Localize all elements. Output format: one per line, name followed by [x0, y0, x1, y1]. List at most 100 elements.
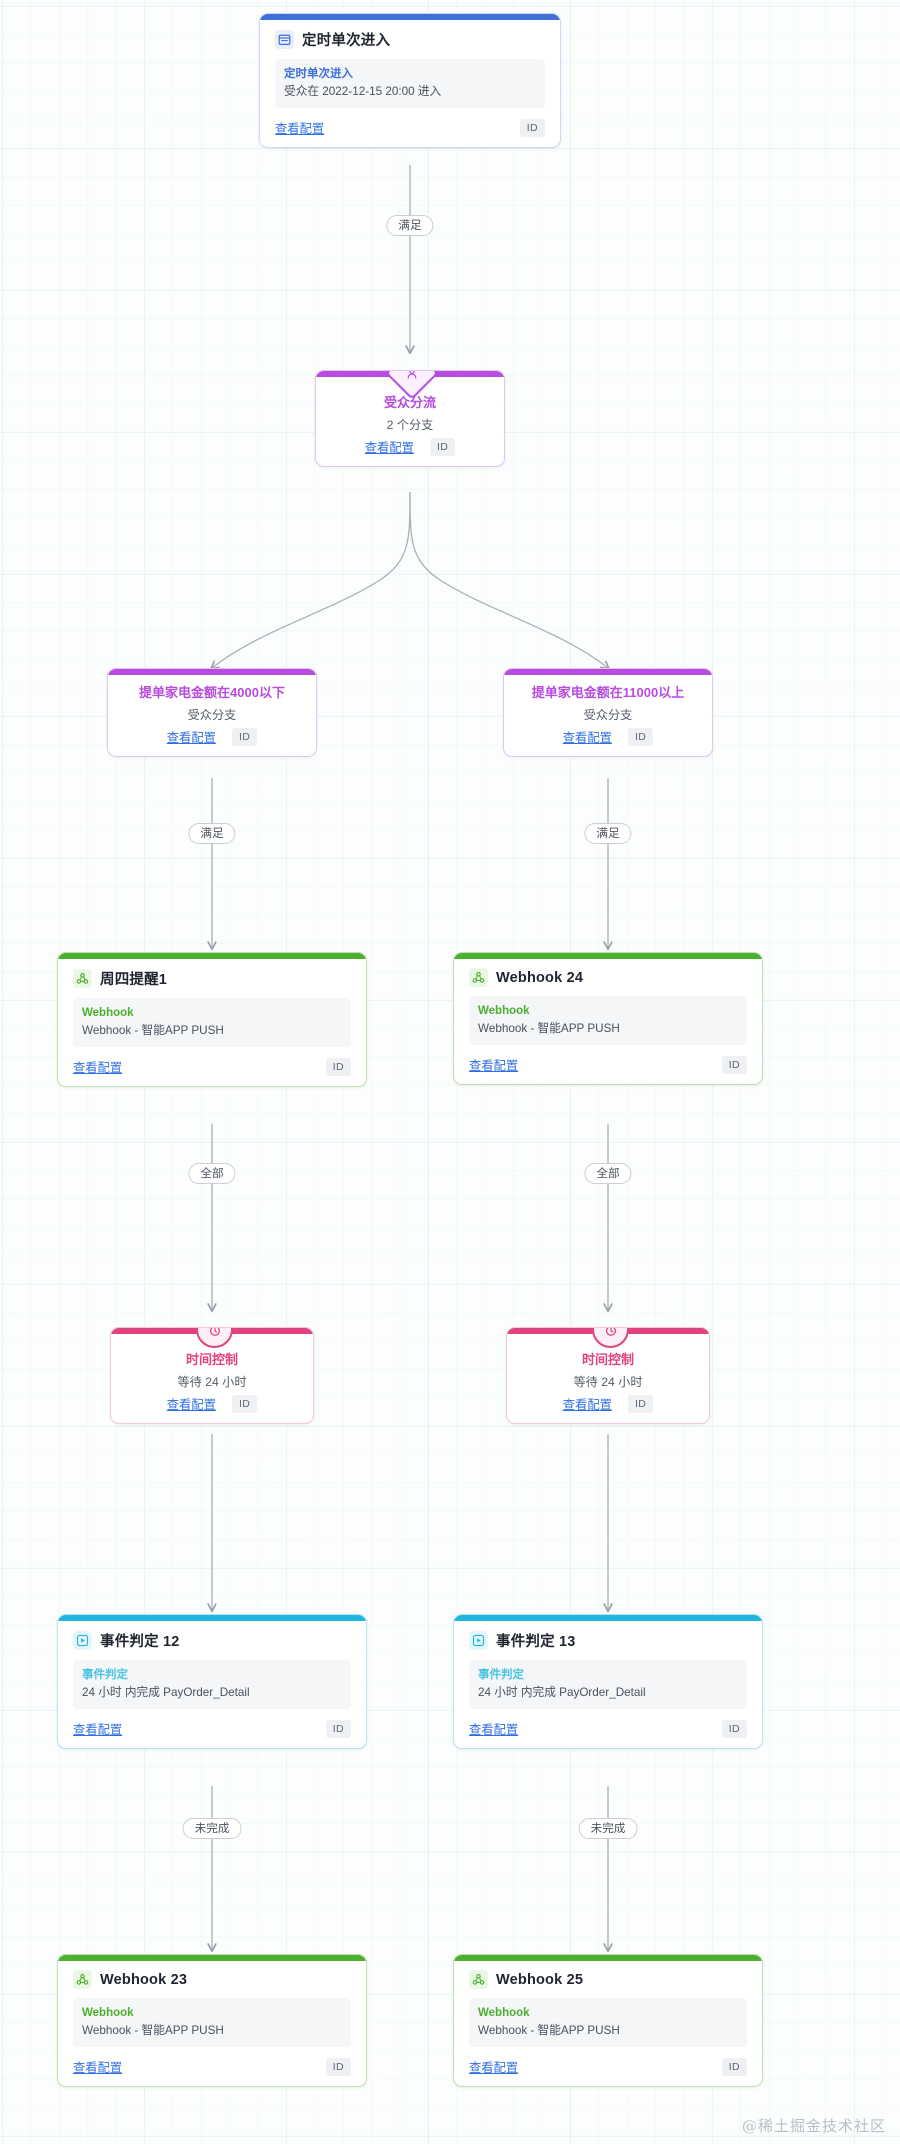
- node-subtitle: 等待 24 小时: [573, 1375, 643, 1389]
- detail-value: Webhook - 智能APP PUSH: [82, 1024, 224, 1037]
- node-header: Webhook 23: [73, 1970, 351, 1989]
- view-config-link[interactable]: 查看配置: [275, 122, 325, 136]
- node-webhook-left-2[interactable]: Webhook 23 Webhook Webhook - 智能APP PUSH …: [57, 1954, 367, 2087]
- node-detail: Webhook Webhook - 智能APP PUSH: [469, 1998, 747, 2047]
- node-accent-bar: [58, 953, 366, 959]
- edge-label-entry-split: 满足: [386, 215, 434, 236]
- edge-label-webhookR-timer: 全部: [584, 1163, 632, 1184]
- node-title: 提单家电金额在4000以下: [139, 685, 285, 700]
- detail-key: Webhook: [82, 1007, 134, 1019]
- node-accent-bar: [58, 1615, 366, 1621]
- event-play-icon: [469, 1631, 488, 1650]
- detail-value: 24 小时 内完成 PayOrder_Detail: [82, 1686, 250, 1699]
- detail-key: Webhook: [478, 1005, 530, 1017]
- view-config-link[interactable]: 查看配置: [469, 2061, 519, 2075]
- id-badge[interactable]: ID: [325, 1720, 351, 1738]
- edge-split-branch-right: [409, 491, 608, 668]
- node-detail: 事件判定 24 小时 内完成 PayOrder_Detail: [73, 1660, 351, 1709]
- detail-value: Webhook - 智能APP PUSH: [478, 2024, 620, 2037]
- node-branch-right[interactable]: 提单家电金额在11000以上 受众分支 查看配置 ID: [503, 668, 713, 757]
- node-header: 事件判定 13: [469, 1630, 747, 1651]
- detail-key: Webhook: [82, 2007, 134, 2019]
- detail-value: Webhook - 智能APP PUSH: [82, 2024, 224, 2037]
- node-title: 受众分流: [383, 395, 436, 410]
- edge-label-eventR-out: 未完成: [578, 1818, 638, 1839]
- id-badge[interactable]: ID: [231, 1395, 258, 1413]
- node-event-right[interactable]: 事件判定 13 事件判定 24 小时 内完成 PayOrder_Detail 查…: [453, 1614, 763, 1749]
- view-config-link[interactable]: 查看配置: [469, 1723, 519, 1737]
- id-badge[interactable]: ID: [231, 728, 258, 746]
- event-play-icon: [73, 1631, 92, 1650]
- view-config-link[interactable]: 查看配置: [364, 441, 414, 455]
- node-title: 提单家电金额在11000以上: [531, 685, 685, 700]
- node-title: Webhook 25: [496, 1971, 584, 1988]
- id-badge[interactable]: ID: [429, 438, 456, 456]
- node-webhook-right-1[interactable]: Webhook 24 Webhook Webhook - 智能APP PUSH …: [453, 952, 763, 1085]
- id-badge[interactable]: ID: [325, 2058, 351, 2076]
- node-title: Webhook 23: [100, 1971, 188, 1988]
- view-config-link[interactable]: 查看配置: [469, 1059, 519, 1073]
- id-badge[interactable]: ID: [721, 1056, 747, 1074]
- view-config-link[interactable]: 查看配置: [166, 1398, 216, 1412]
- node-branch-left[interactable]: 提单家电金额在4000以下 受众分支 查看配置 ID: [107, 668, 317, 757]
- node-accent-bar: [108, 669, 316, 675]
- node-accent-bar: [504, 669, 712, 675]
- node-title: 定时单次进入: [302, 33, 391, 49]
- detail-value: 24 小时 内完成 PayOrder_Detail: [478, 1686, 646, 1699]
- view-config-link[interactable]: 查看配置: [562, 731, 612, 745]
- watermark: @稀土掘金技术社区: [741, 2117, 886, 2135]
- view-config-link[interactable]: 查看配置: [73, 1061, 123, 1075]
- node-title: 时间控制: [185, 1352, 238, 1367]
- view-config-link[interactable]: 查看配置: [166, 731, 216, 745]
- node-accent-bar: [454, 1615, 762, 1621]
- detail-key: 定时单次进入: [284, 68, 353, 80]
- node-timer-right[interactable]: 时间控制 等待 24 小时 查看配置 ID: [506, 1327, 710, 1424]
- detail-value: 受众在 2022-12-15 20:00 进入: [284, 85, 442, 98]
- node-header: 事件判定 12: [73, 1630, 351, 1651]
- id-badge[interactable]: ID: [325, 1058, 351, 1076]
- node-detail: Webhook Webhook - 智能APP PUSH: [73, 998, 351, 1047]
- node-scheduled-entry[interactable]: 定时单次进入 定时单次进入 受众在 2022-12-15 20:00 进入 查看…: [259, 13, 561, 148]
- node-webhook-right-2[interactable]: Webhook 25 Webhook Webhook - 智能APP PUSH …: [453, 1954, 763, 2087]
- detail-key: Webhook: [478, 2007, 530, 2019]
- edge-label-branchL: 满足: [188, 823, 236, 844]
- id-badge[interactable]: ID: [627, 728, 654, 746]
- id-badge[interactable]: ID: [519, 119, 545, 137]
- node-audience-split[interactable]: 受众分流 2 个分支 查看配置 ID: [315, 370, 505, 467]
- webhook-icon: [469, 1970, 488, 1989]
- view-config-link[interactable]: 查看配置: [73, 2061, 123, 2075]
- edge-label-branchR: 满足: [584, 823, 632, 844]
- node-title: 周四提醒1: [100, 972, 168, 988]
- edge-label-eventL-out: 未完成: [182, 1818, 242, 1839]
- node-detail: 定时单次进入 受众在 2022-12-15 20:00 进入: [275, 59, 545, 108]
- detail-key: 事件判定: [82, 1669, 128, 1681]
- id-badge[interactable]: ID: [721, 2058, 747, 2076]
- node-detail: 事件判定 24 小时 内完成 PayOrder_Detail: [469, 1660, 747, 1709]
- node-accent-bar: [454, 953, 762, 959]
- id-badge[interactable]: ID: [627, 1395, 654, 1413]
- webhook-icon: [73, 1970, 92, 1989]
- node-title: 时间控制: [581, 1352, 634, 1367]
- id-badge[interactable]: ID: [721, 1720, 747, 1738]
- node-accent-bar: [58, 1955, 366, 1961]
- node-title: 事件判定 12: [100, 1634, 180, 1650]
- node-detail: Webhook Webhook - 智能APP PUSH: [73, 1998, 351, 2047]
- node-title: Webhook 24: [496, 969, 584, 986]
- node-header: Webhook 25: [469, 1970, 747, 1989]
- node-header: Webhook 24: [469, 968, 747, 987]
- view-config-link[interactable]: 查看配置: [73, 1723, 123, 1737]
- webhook-icon: [469, 968, 488, 987]
- node-webhook-left-1[interactable]: 周四提醒1 Webhook Webhook - 智能APP PUSH 查看配置 …: [57, 952, 367, 1087]
- node-accent-bar: [260, 14, 560, 20]
- node-title: 事件判定 13: [496, 1634, 576, 1650]
- node-timer-left[interactable]: 时间控制 等待 24 小时 查看配置 ID: [110, 1327, 314, 1424]
- node-accent-bar: [454, 1955, 762, 1961]
- node-subtitle: 2 个分支: [386, 418, 434, 432]
- node-event-left[interactable]: 事件判定 12 事件判定 24 小时 内完成 PayOrder_Detail 查…: [57, 1614, 367, 1749]
- node-detail: Webhook Webhook - 智能APP PUSH: [469, 996, 747, 1045]
- view-config-link[interactable]: 查看配置: [562, 1398, 612, 1412]
- node-subtitle: 等待 24 小时: [177, 1375, 247, 1389]
- node-subtitle: 受众分支: [583, 708, 633, 722]
- edge-split-branch-left: [212, 491, 411, 668]
